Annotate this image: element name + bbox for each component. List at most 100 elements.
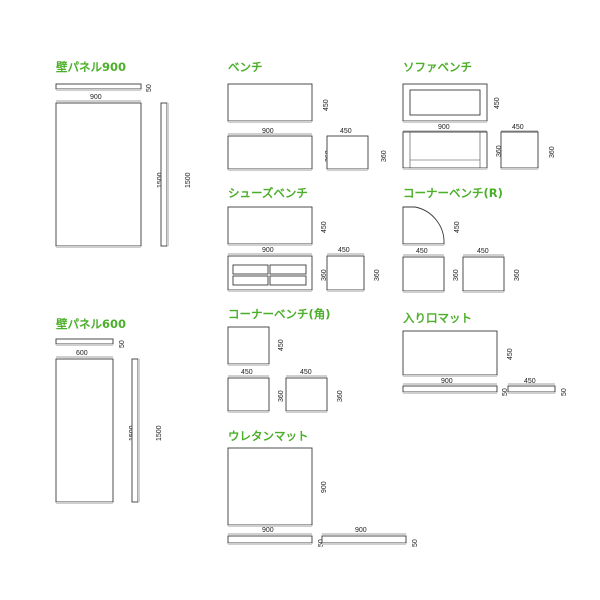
- dim-width: 900: [262, 128, 274, 135]
- panel-front-view: [55, 102, 142, 247]
- sofa-side-view: [500, 131, 539, 169]
- corner-r-front-view: [402, 256, 445, 292]
- section-title: 壁パネル600: [56, 317, 126, 331]
- section-wall-panel-900: 壁パネル900 50 900 1500 1500: [55, 60, 192, 248]
- dim-depth: 450: [323, 99, 330, 111]
- panel-shadow: [138, 359, 140, 502]
- corner-r-shadow: [463, 291, 504, 293]
- corner-square-shadow: [286, 411, 327, 413]
- section-title: ベンチ: [228, 60, 263, 74]
- corner-square-shadow: [228, 411, 269, 413]
- section-title: 入り口マット: [403, 311, 472, 325]
- dim-width-side: 450: [477, 248, 489, 255]
- dim-width: 900: [438, 124, 450, 131]
- entrance-mat-shadow: [403, 392, 497, 394]
- sofa-shadow: [501, 168, 538, 170]
- dim-depth: 450: [454, 221, 461, 233]
- dim-height: 360: [496, 145, 503, 157]
- section-sofa-bench: ソファベンチ 450 900 360 450 360: [402, 60, 556, 170]
- dim-thickness-side: 50: [561, 388, 568, 396]
- shoes-shadow: [228, 290, 312, 292]
- urethane-mat-shadow: [228, 543, 312, 545]
- shoes-cubby: [232, 275, 269, 286]
- dim-width-side: 900: [355, 527, 367, 534]
- dim-thickness-side: 50: [412, 539, 419, 547]
- section-corner-bench-square: コーナーベンチ(角) 450 450 360 450 360: [227, 307, 344, 413]
- corner-r-shadow: [403, 244, 444, 246]
- panel-side-view: [131, 358, 139, 503]
- section-urethane-mat: ウレタンマット 900 900 50 900 50: [227, 429, 419, 547]
- dim-width: 900: [262, 527, 274, 534]
- dim-height: 360: [453, 269, 460, 281]
- corner-square-front-view: [227, 377, 270, 412]
- panel-shadow: [56, 502, 113, 504]
- section-shoes-bench: シューズベンチ 450 900 360 450 360: [227, 186, 381, 292]
- dim-thickness: 50: [318, 539, 325, 547]
- panel-front-view: [55, 358, 114, 503]
- dim-thickness: 50: [146, 84, 153, 92]
- section-bench: ベンチ 450 900 360 450 360: [227, 60, 388, 171]
- dim-height: 360: [321, 269, 328, 281]
- corner-r-top-view: [402, 206, 445, 245]
- dim-height: 1500: [157, 172, 164, 188]
- entrance-mat-top-view: [402, 330, 498, 376]
- dim-height-side: 360: [549, 146, 556, 158]
- panel-top-view: [55, 338, 114, 345]
- shoes-cubby: [269, 275, 307, 286]
- dim-width-side: 450: [524, 378, 536, 385]
- corner-r-side-view: [462, 256, 505, 292]
- entrance-mat-shadow: [508, 392, 555, 394]
- dim-width-side: 450: [340, 128, 352, 135]
- dim-width: 900: [262, 247, 274, 254]
- section-title: ソファベンチ: [403, 60, 472, 74]
- shoes-cubby: [232, 264, 269, 275]
- bench-side-view: [326, 135, 369, 170]
- corner-r-shadow: [403, 291, 444, 293]
- dim-width-side: 450: [300, 369, 312, 376]
- dim-thickness: 50: [119, 340, 126, 348]
- dim-depth: 450: [321, 221, 328, 233]
- dim-height-side: 1500: [185, 172, 192, 188]
- shoes-shadow: [327, 290, 364, 292]
- dim-height-side: 360: [381, 150, 388, 162]
- bench-shadow: [228, 169, 312, 171]
- corner-square-top-view: [227, 326, 270, 365]
- shoes-cubby: [269, 264, 307, 275]
- dim-width-side: 450: [338, 247, 350, 254]
- urethane-mat-top-view: [227, 447, 313, 526]
- dim-thickness: 50: [502, 388, 509, 396]
- dim-height: 360: [278, 390, 285, 402]
- panel-shadow: [56, 246, 141, 248]
- dim-width: 900: [90, 94, 102, 101]
- dim-width: 450: [241, 369, 253, 376]
- sofa-shadow: [403, 168, 487, 170]
- section-entrance-mat: 入り口マット 450 900 50 450 50: [402, 311, 568, 396]
- section-title: ウレタンマット: [228, 429, 309, 443]
- dim-height-side: 1500: [156, 425, 163, 441]
- dim-depth: 450: [278, 339, 285, 351]
- section-title: コーナーベンチ(R): [403, 186, 503, 200]
- corner-square-shadow: [228, 364, 269, 366]
- panel-top-view: [55, 83, 142, 90]
- shoes-shadow: [228, 244, 312, 246]
- bench-shadow: [327, 169, 368, 171]
- corner-square-side-view: [285, 377, 328, 412]
- urethane-mat-front-view: [227, 535, 313, 544]
- panel-shadow: [56, 344, 113, 346]
- entrance-mat-front-view: [402, 385, 498, 393]
- bench-top-view: [227, 83, 313, 122]
- entrance-mat-shadow: [403, 375, 497, 377]
- sofa-shadow: [403, 121, 487, 123]
- dim-width: 450: [416, 248, 428, 255]
- urethane-mat-shadow: [322, 543, 406, 545]
- dim-width-side: 450: [512, 124, 524, 131]
- panel-shadow: [167, 103, 169, 246]
- section-title: 壁パネル900: [56, 60, 126, 74]
- dim-depth: 900: [321, 481, 328, 493]
- sofa-front-view: [402, 131, 488, 169]
- urethane-mat-side-view: [321, 535, 407, 544]
- dim-height-side: 360: [337, 390, 344, 402]
- dim-width: 900: [441, 378, 453, 385]
- panel-shadow: [56, 89, 141, 91]
